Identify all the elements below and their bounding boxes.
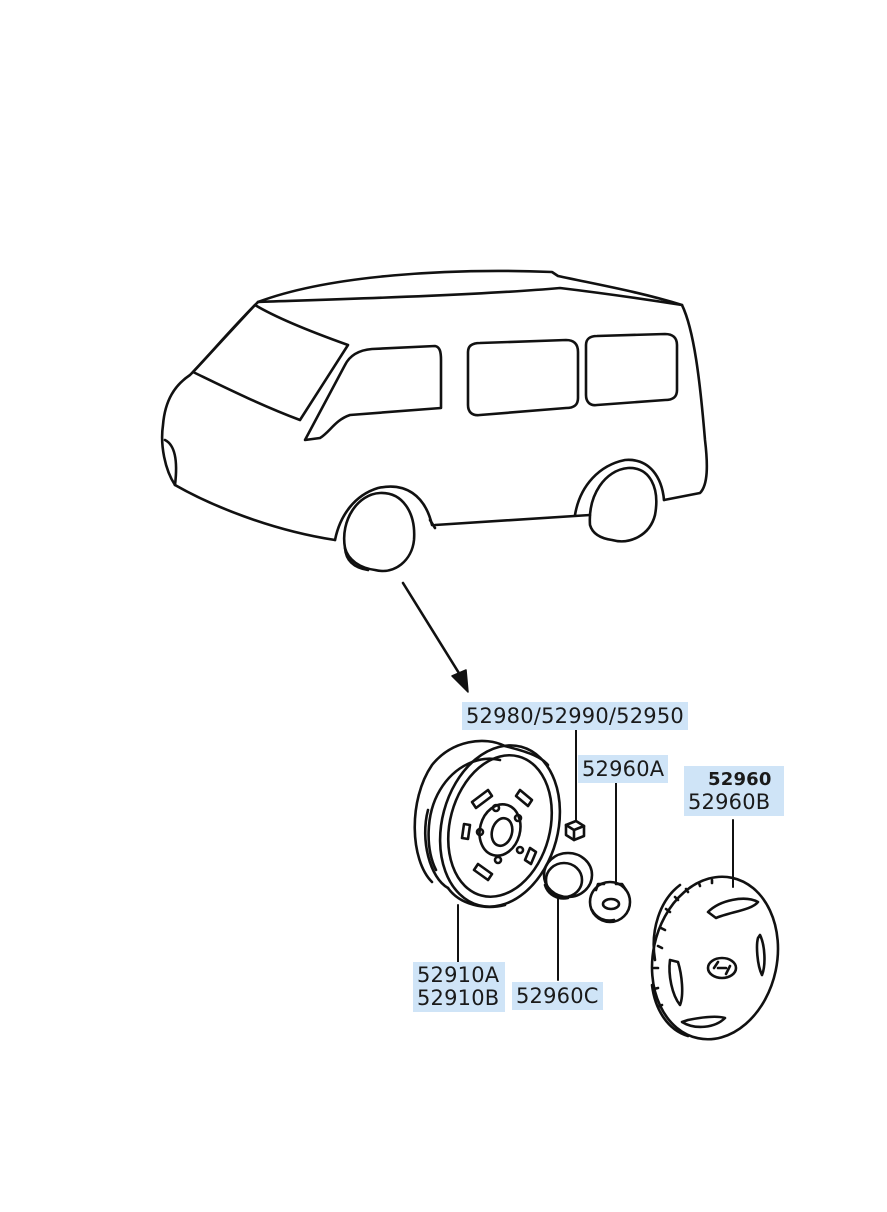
label-wheel-group: 52910A 52910B (413, 962, 505, 1012)
label-wheel-cover-b: 52960B (688, 790, 771, 814)
arrow-pointer (401, 581, 469, 693)
center-cap (588, 880, 632, 924)
label-hub-cap-c: 52960C (512, 982, 603, 1010)
label-wheel-b: 52910B (417, 986, 500, 1010)
label-wheel-a: 52910A (417, 963, 500, 987)
label-wheel-cover-main: 52960 (708, 769, 772, 790)
wheel-cover (650, 875, 780, 1041)
leader-lines (457, 729, 734, 981)
label-wheel-cover-group: 52960 52960B (684, 766, 784, 816)
van-illustration (160, 269, 709, 573)
label-nut-bolt: 52980/52990/52950 (462, 702, 688, 730)
wheel-nut (564, 819, 586, 842)
label-center-cap-a: 52960A (578, 755, 669, 783)
steel-wheel (413, 739, 562, 909)
hub-cap (542, 851, 594, 900)
